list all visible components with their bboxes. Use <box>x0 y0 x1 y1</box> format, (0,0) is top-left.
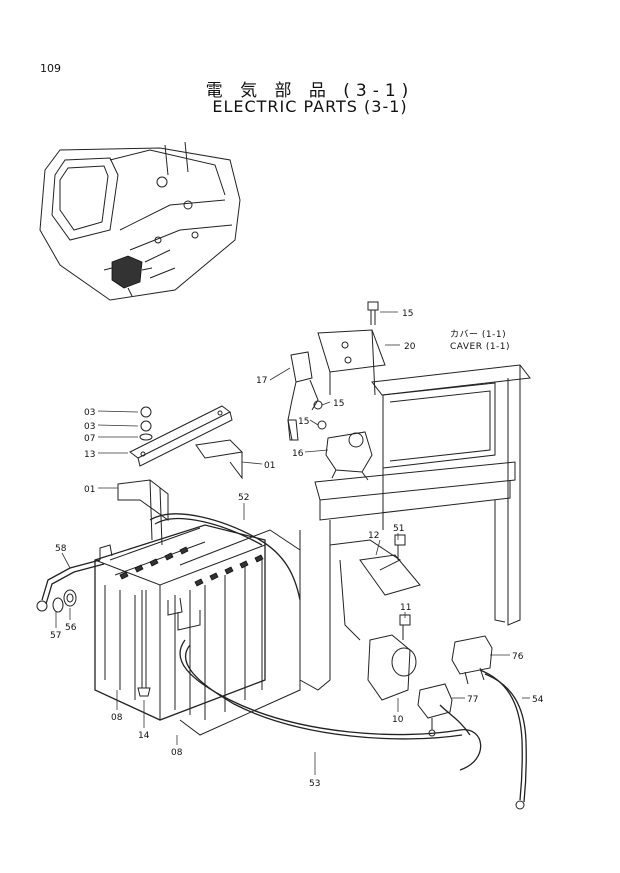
cover-note-japanese: カバー (1-1) <box>450 330 507 340</box>
leader-lines <box>55 311 530 775</box>
callout-01: 01 <box>264 461 275 471</box>
callout-08: 08 <box>111 713 123 723</box>
cover-note-english: CAVER (1-1) <box>450 342 511 352</box>
title-english: ELECTRIC PARTS (3-1) <box>212 97 408 116</box>
battery-holddown <box>117 405 244 546</box>
callout-14: 14 <box>138 731 150 741</box>
callout-58: 58 <box>55 544 67 554</box>
callout-53: 53 <box>309 779 320 789</box>
batteries <box>94 524 301 736</box>
title-japanese: 電 気 部 品 (3-1) <box>205 81 415 101</box>
relay-bracket-assembly <box>287 301 386 481</box>
callout-03: 03 <box>84 408 95 418</box>
washers <box>52 589 77 613</box>
callout-56: 56 <box>65 623 77 633</box>
callout-15: 15 <box>333 399 344 409</box>
callout-07: 07 <box>84 434 95 444</box>
battery-terminals <box>119 546 264 587</box>
callout-10: 10 <box>392 715 404 725</box>
callout-17: 17 <box>256 376 267 386</box>
callout-08: 08 <box>171 748 183 758</box>
callout-20: 20 <box>404 342 416 352</box>
callout-12: 12 <box>368 531 379 541</box>
callout-15: 15 <box>402 309 413 319</box>
callout-13: 13 <box>84 450 95 460</box>
callouts: 15 20 17 15 15 16 03 03 07 13 01 01 52 1… <box>50 309 544 789</box>
callout-51: 51 <box>393 524 404 534</box>
callout-03: 03 <box>84 422 95 432</box>
callout-15: 15 <box>298 417 309 427</box>
switch-assembly <box>359 534 493 737</box>
cables <box>36 513 527 810</box>
cover-frame <box>299 364 531 691</box>
callout-76: 76 <box>512 652 524 662</box>
callout-52: 52 <box>238 493 249 503</box>
callout-11: 11 <box>400 603 411 613</box>
callout-01: 01 <box>84 485 95 495</box>
page-number: 109 <box>40 62 61 75</box>
callout-54: 54 <box>532 695 544 705</box>
callout-16: 16 <box>292 449 304 459</box>
callout-57: 57 <box>50 631 61 641</box>
callout-77: 77 <box>467 695 478 705</box>
machine-overview-inset <box>39 141 241 301</box>
